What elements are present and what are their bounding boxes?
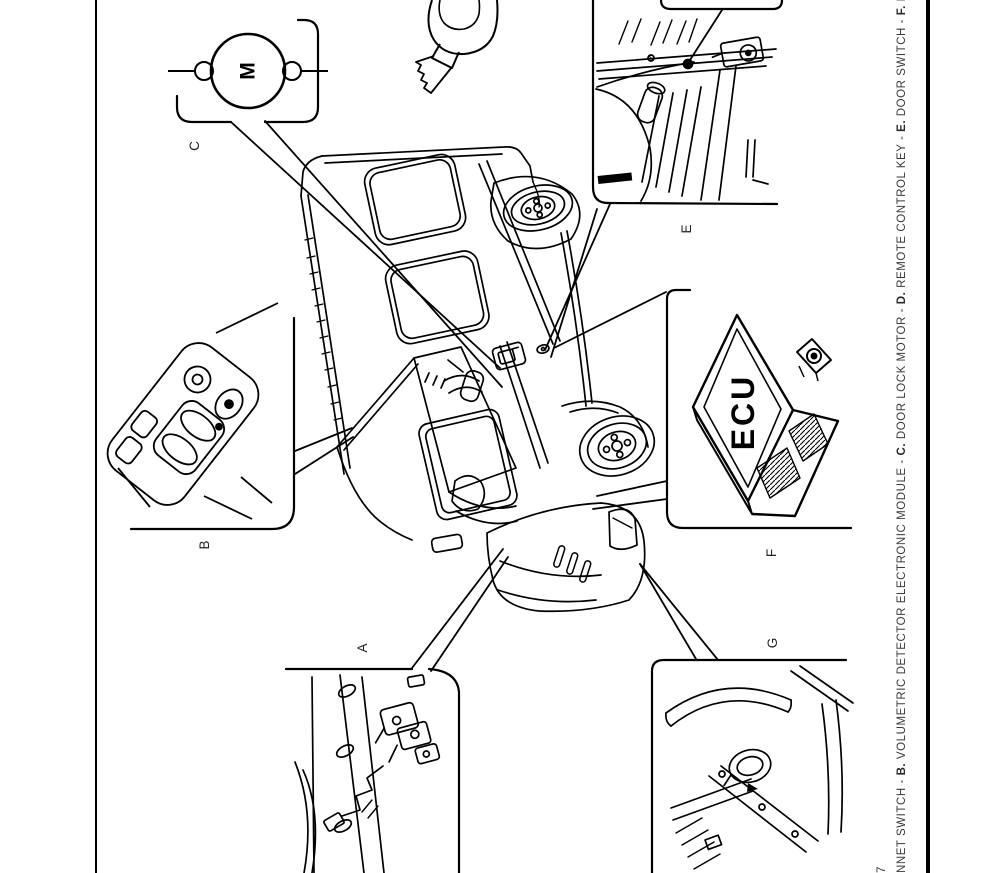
motor-symbol-icon: M	[168, 32, 328, 110]
ecu-mounting-tab	[796, 338, 832, 382]
side-window-rear	[363, 153, 467, 246]
headlight	[608, 508, 638, 551]
leader-g1	[639, 563, 697, 660]
callout-box-f	[665, 288, 853, 530]
remote-key-illustration	[415, 0, 499, 94]
callout-label-g: G	[765, 637, 780, 649]
side-window-middle	[384, 250, 490, 345]
cab-door	[418, 408, 518, 521]
windscreen	[413, 346, 517, 493]
leader-e2	[550, 208, 598, 358]
callout-label-f: F	[764, 548, 779, 558]
callout-label-b: B	[197, 540, 212, 550]
motor-letter: M	[237, 62, 260, 80]
van-illustration	[300, 146, 656, 613]
leader-f3	[592, 498, 668, 510]
leader-c2	[264, 120, 503, 388]
legend-text: NNET SWITCH - B. VOLUMETRIC DETECTOR ELE…	[896, 0, 908, 873]
figure-border-right	[926, 0, 930, 873]
leader-a2	[430, 556, 509, 672]
door-switch-dot	[682, 58, 694, 70]
callout-label-e: E	[679, 224, 694, 234]
door-lock	[536, 343, 550, 355]
detail-g-siren	[665, 665, 854, 870]
callout-label-a: A	[355, 643, 370, 653]
callout-box-e	[591, 0, 779, 206]
leader-e1	[544, 203, 611, 351]
front-bumper	[486, 502, 646, 613]
leader-g2	[639, 563, 719, 661]
leader-b1	[294, 427, 353, 452]
detail-b-volumetric-module	[106, 302, 279, 520]
door-handle	[491, 341, 527, 371]
callout-box-g	[650, 658, 848, 873]
roof-rail-hatching	[304, 237, 343, 421]
callout-label-c: C	[187, 141, 202, 151]
leader-c1	[230, 121, 501, 369]
callout-box-a	[284, 667, 461, 873]
mirror	[459, 369, 485, 403]
callout-box-b	[129, 316, 296, 531]
detail-f-ecu: ECU	[691, 313, 840, 518]
rear-wheel	[502, 184, 574, 232]
ecu-label: ECU	[725, 374, 761, 451]
leader-lines	[230, 9, 723, 672]
detail-e-door-switch	[595, 18, 777, 202]
leader-b2	[294, 436, 354, 475]
front-wheel	[578, 415, 656, 477]
leader-f2	[596, 480, 668, 497]
leader-a1	[411, 548, 504, 669]
detail-a-bonnet-switch	[294, 674, 441, 873]
grille-slots	[553, 545, 592, 583]
figure-border-left	[95, 0, 97, 873]
leader-f1	[553, 291, 667, 349]
callout-box-top-fragment	[659, 0, 784, 11]
legend-partial-second-line: 7	[876, 866, 888, 873]
leader-e-dot	[689, 9, 723, 61]
